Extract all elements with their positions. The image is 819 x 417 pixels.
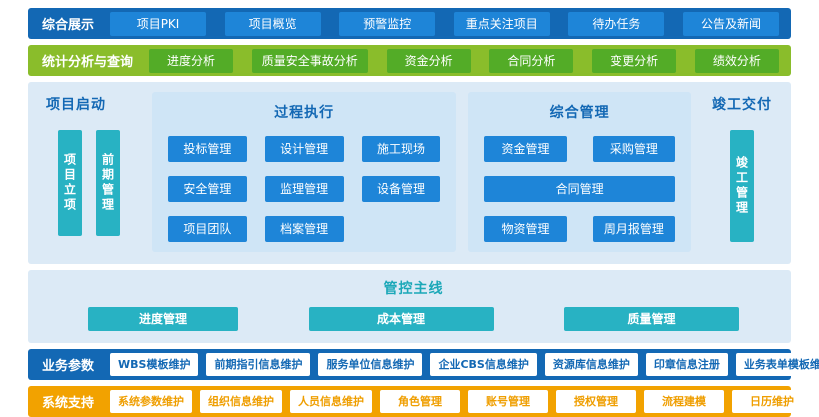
control-mainline-section: 管控主线 进度管理 成本管理 质量管理: [28, 270, 791, 343]
safety-management-button[interactable]: 安全管理: [168, 176, 247, 202]
key-projects-button[interactable]: 重点关注项目: [453, 11, 550, 36]
wbs-template-maintenance-button[interactable]: WBS模板维护: [110, 353, 199, 376]
comprehensive-management-title: 综合管理: [549, 105, 610, 121]
project-startup-column: 项目启动 项目立项 前期管理: [38, 92, 140, 252]
business-params-row: 业务参数 WBS模板维护 前期指引信息维护 服务单位信息维护 企业CBS信息维护…: [28, 349, 819, 380]
org-info-maintenance-button[interactable]: 组织信息维护: [200, 390, 283, 413]
display-row: 综合展示 项目PKI 项目概览 预警监控 重点关注项目 待办任务 公告及新闻: [28, 8, 791, 39]
performance-analysis-button[interactable]: 绩效分析: [694, 48, 779, 73]
service-unit-info-maintenance-button[interactable]: 服务单位信息维护: [318, 353, 423, 376]
process-execution-grid: 投标管理 设计管理 施工现场 安全管理 监理管理 设备管理 项目团队 档案管理: [168, 136, 441, 242]
bidding-management-button[interactable]: 投标管理: [168, 136, 247, 162]
enterprise-cbs-info-maintenance-button[interactable]: 企业CBS信息维护: [430, 353, 537, 376]
analysis-row-items: 进度分析 质量安全事故分析 资金分析 合同分析 变更分析 绩效分析: [149, 48, 779, 73]
contract-analysis-button[interactable]: 合同分析: [489, 48, 574, 73]
project-startup-title: 项目启动: [46, 97, 106, 113]
business-params-items: WBS模板维护 前期指引信息维护 服务单位信息维护 企业CBS信息维护 资源库信…: [110, 353, 819, 376]
control-mainline-title: 管控主线: [383, 281, 444, 297]
procurement-management-button[interactable]: 采购管理: [592, 136, 675, 162]
role-management-button[interactable]: 角色管理: [380, 390, 461, 413]
supervision-management-button[interactable]: 监理管理: [264, 176, 344, 202]
pre-phase-management-button[interactable]: 前期管理: [96, 130, 120, 236]
system-params-maintenance-button[interactable]: 系统参数维护: [110, 390, 193, 413]
quality-management-button[interactable]: 质量管理: [564, 307, 739, 331]
authorization-management-button[interactable]: 授权管理: [556, 390, 637, 413]
announcements-news-button[interactable]: 公告及新闻: [682, 11, 779, 36]
display-row-label: 综合展示: [42, 18, 95, 33]
system-support-row: 系统支持 系统参数维护 组织信息维护 人员信息维护 角色管理 账号管理 授权管理…: [28, 386, 813, 417]
process-modeling-button[interactable]: 流程建模: [644, 390, 725, 413]
progress-management-button[interactable]: 进度管理: [88, 307, 238, 331]
todo-tasks-button[interactable]: 待办任务: [568, 11, 665, 36]
account-management-button[interactable]: 账号管理: [468, 390, 549, 413]
cost-management-button[interactable]: 成本管理: [308, 307, 494, 331]
seal-info-registration-button[interactable]: 印章信息注册: [645, 353, 728, 376]
personnel-info-maintenance-button[interactable]: 人员信息维护: [290, 390, 373, 413]
project-overview-button[interactable]: 项目概览: [224, 11, 321, 36]
archive-management-button[interactable]: 档案管理: [264, 216, 344, 242]
comprehensive-management-panel: 综合管理 资金管理 采购管理 合同管理 物资管理 周月报管理: [468, 92, 691, 252]
analysis-row-label: 统计分析与查询: [42, 55, 134, 70]
calendar-maintenance-button[interactable]: 日历维护: [732, 390, 813, 413]
weekly-monthly-report-button[interactable]: 周月报管理: [592, 216, 675, 242]
process-execution-title: 过程执行: [274, 105, 335, 121]
main-section: 项目启动 项目立项 前期管理 过程执行 投标管理 设计管理 施工现场 安全管理 …: [28, 82, 791, 264]
pre-guide-info-maintenance-button[interactable]: 前期指引信息维护: [206, 353, 311, 376]
business-form-template-maintenance-button[interactable]: 业务表单模板维护: [735, 353, 819, 376]
display-row-items: 项目PKI 项目概览 预警监控 重点关注项目 待办任务 公告及新闻: [110, 11, 779, 36]
project-startup-buttons: 项目立项 前期管理: [38, 114, 140, 252]
completion-delivery-column: 竣工交付 竣工管理: [703, 92, 781, 252]
resource-library-info-maintenance-button[interactable]: 资源库信息维护: [544, 353, 638, 376]
quality-safety-accident-analysis-button[interactable]: 质量安全事故分析: [251, 48, 368, 73]
completion-delivery-buttons: 竣工管理: [730, 114, 754, 252]
completion-management-button[interactable]: 竣工管理: [730, 130, 754, 242]
process-execution-panel: 过程执行 投标管理 设计管理 施工现场 安全管理 监理管理 设备管理 项目团队 …: [152, 92, 457, 252]
change-analysis-button[interactable]: 变更分析: [592, 48, 677, 73]
material-management-button[interactable]: 物资管理: [484, 216, 567, 242]
project-pki-button[interactable]: 项目PKI: [110, 11, 207, 36]
system-support-label: 系统支持: [42, 396, 95, 411]
contract-management-button[interactable]: 合同管理: [484, 176, 675, 202]
equipment-management-button[interactable]: 设备管理: [361, 176, 441, 202]
design-management-button[interactable]: 设计管理: [264, 136, 344, 162]
control-mainline-items: 进度管理 成本管理 质量管理: [88, 307, 739, 331]
fund-analysis-button[interactable]: 资金分析: [386, 48, 471, 73]
warning-monitor-button[interactable]: 预警监控: [339, 11, 436, 36]
system-support-items: 系统参数维护 组织信息维护 人员信息维护 角色管理 账号管理 授权管理 流程建模…: [110, 390, 813, 413]
completion-delivery-title: 竣工交付: [712, 97, 772, 113]
fund-management-button[interactable]: 资金管理: [484, 136, 567, 162]
project-initiation-button[interactable]: 项目立项: [58, 130, 82, 236]
project-team-button[interactable]: 项目团队: [168, 216, 247, 242]
comprehensive-management-grid: 资金管理 采购管理 合同管理 物资管理 周月报管理: [484, 136, 675, 242]
business-params-label: 业务参数: [42, 359, 95, 374]
progress-analysis-button[interactable]: 进度分析: [149, 48, 234, 73]
analysis-row: 统计分析与查询 进度分析 质量安全事故分析 资金分析 合同分析 变更分析 绩效分…: [28, 45, 791, 76]
construction-site-button[interactable]: 施工现场: [361, 136, 441, 162]
